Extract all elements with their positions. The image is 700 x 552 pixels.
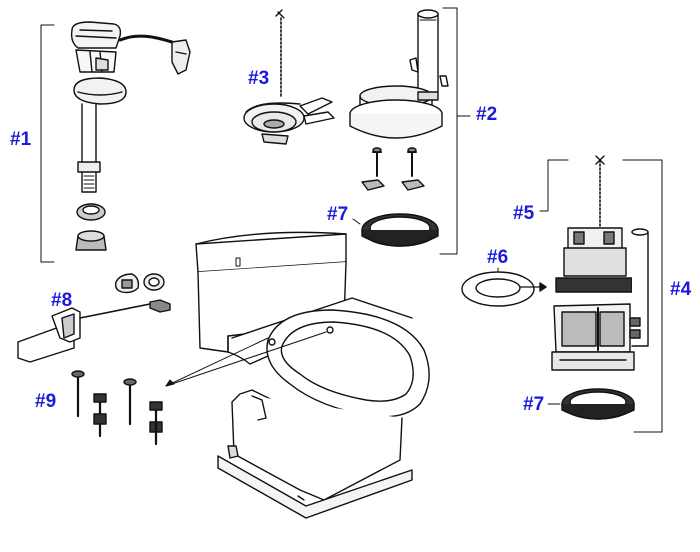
- flapper-drawing: [243, 9, 335, 145]
- callout-part-6: #6: [487, 247, 509, 268]
- tank-gasket-upper-drawing: [352, 213, 439, 247]
- toilet-body-drawing: [195, 231, 430, 519]
- seat-bolts-drawing: [71, 370, 163, 446]
- callout-part-9: #9: [35, 391, 57, 412]
- callout-part-8: #8: [51, 290, 73, 311]
- callout-part-5: #5: [513, 203, 535, 224]
- leader-lines-part9: [165, 331, 327, 387]
- trip-lever-drawing: [17, 273, 171, 363]
- callout-part-1: #1: [10, 129, 32, 150]
- callout-part-3: #3: [248, 68, 270, 89]
- callout-part-7-lower: #7: [523, 394, 545, 415]
- flush-valve-drawing: [349, 7, 471, 255]
- fill-valve-drawing: [40, 21, 191, 263]
- tank-gasket-lower-drawing: [547, 388, 635, 420]
- callout-part-2: #2: [476, 104, 498, 125]
- flush-valve-assembly-drawing: [519, 155, 663, 433]
- callout-part-7-upper: #7: [327, 204, 349, 225]
- callout-part-4: #4: [670, 279, 692, 300]
- washer-drawing: [461, 267, 535, 307]
